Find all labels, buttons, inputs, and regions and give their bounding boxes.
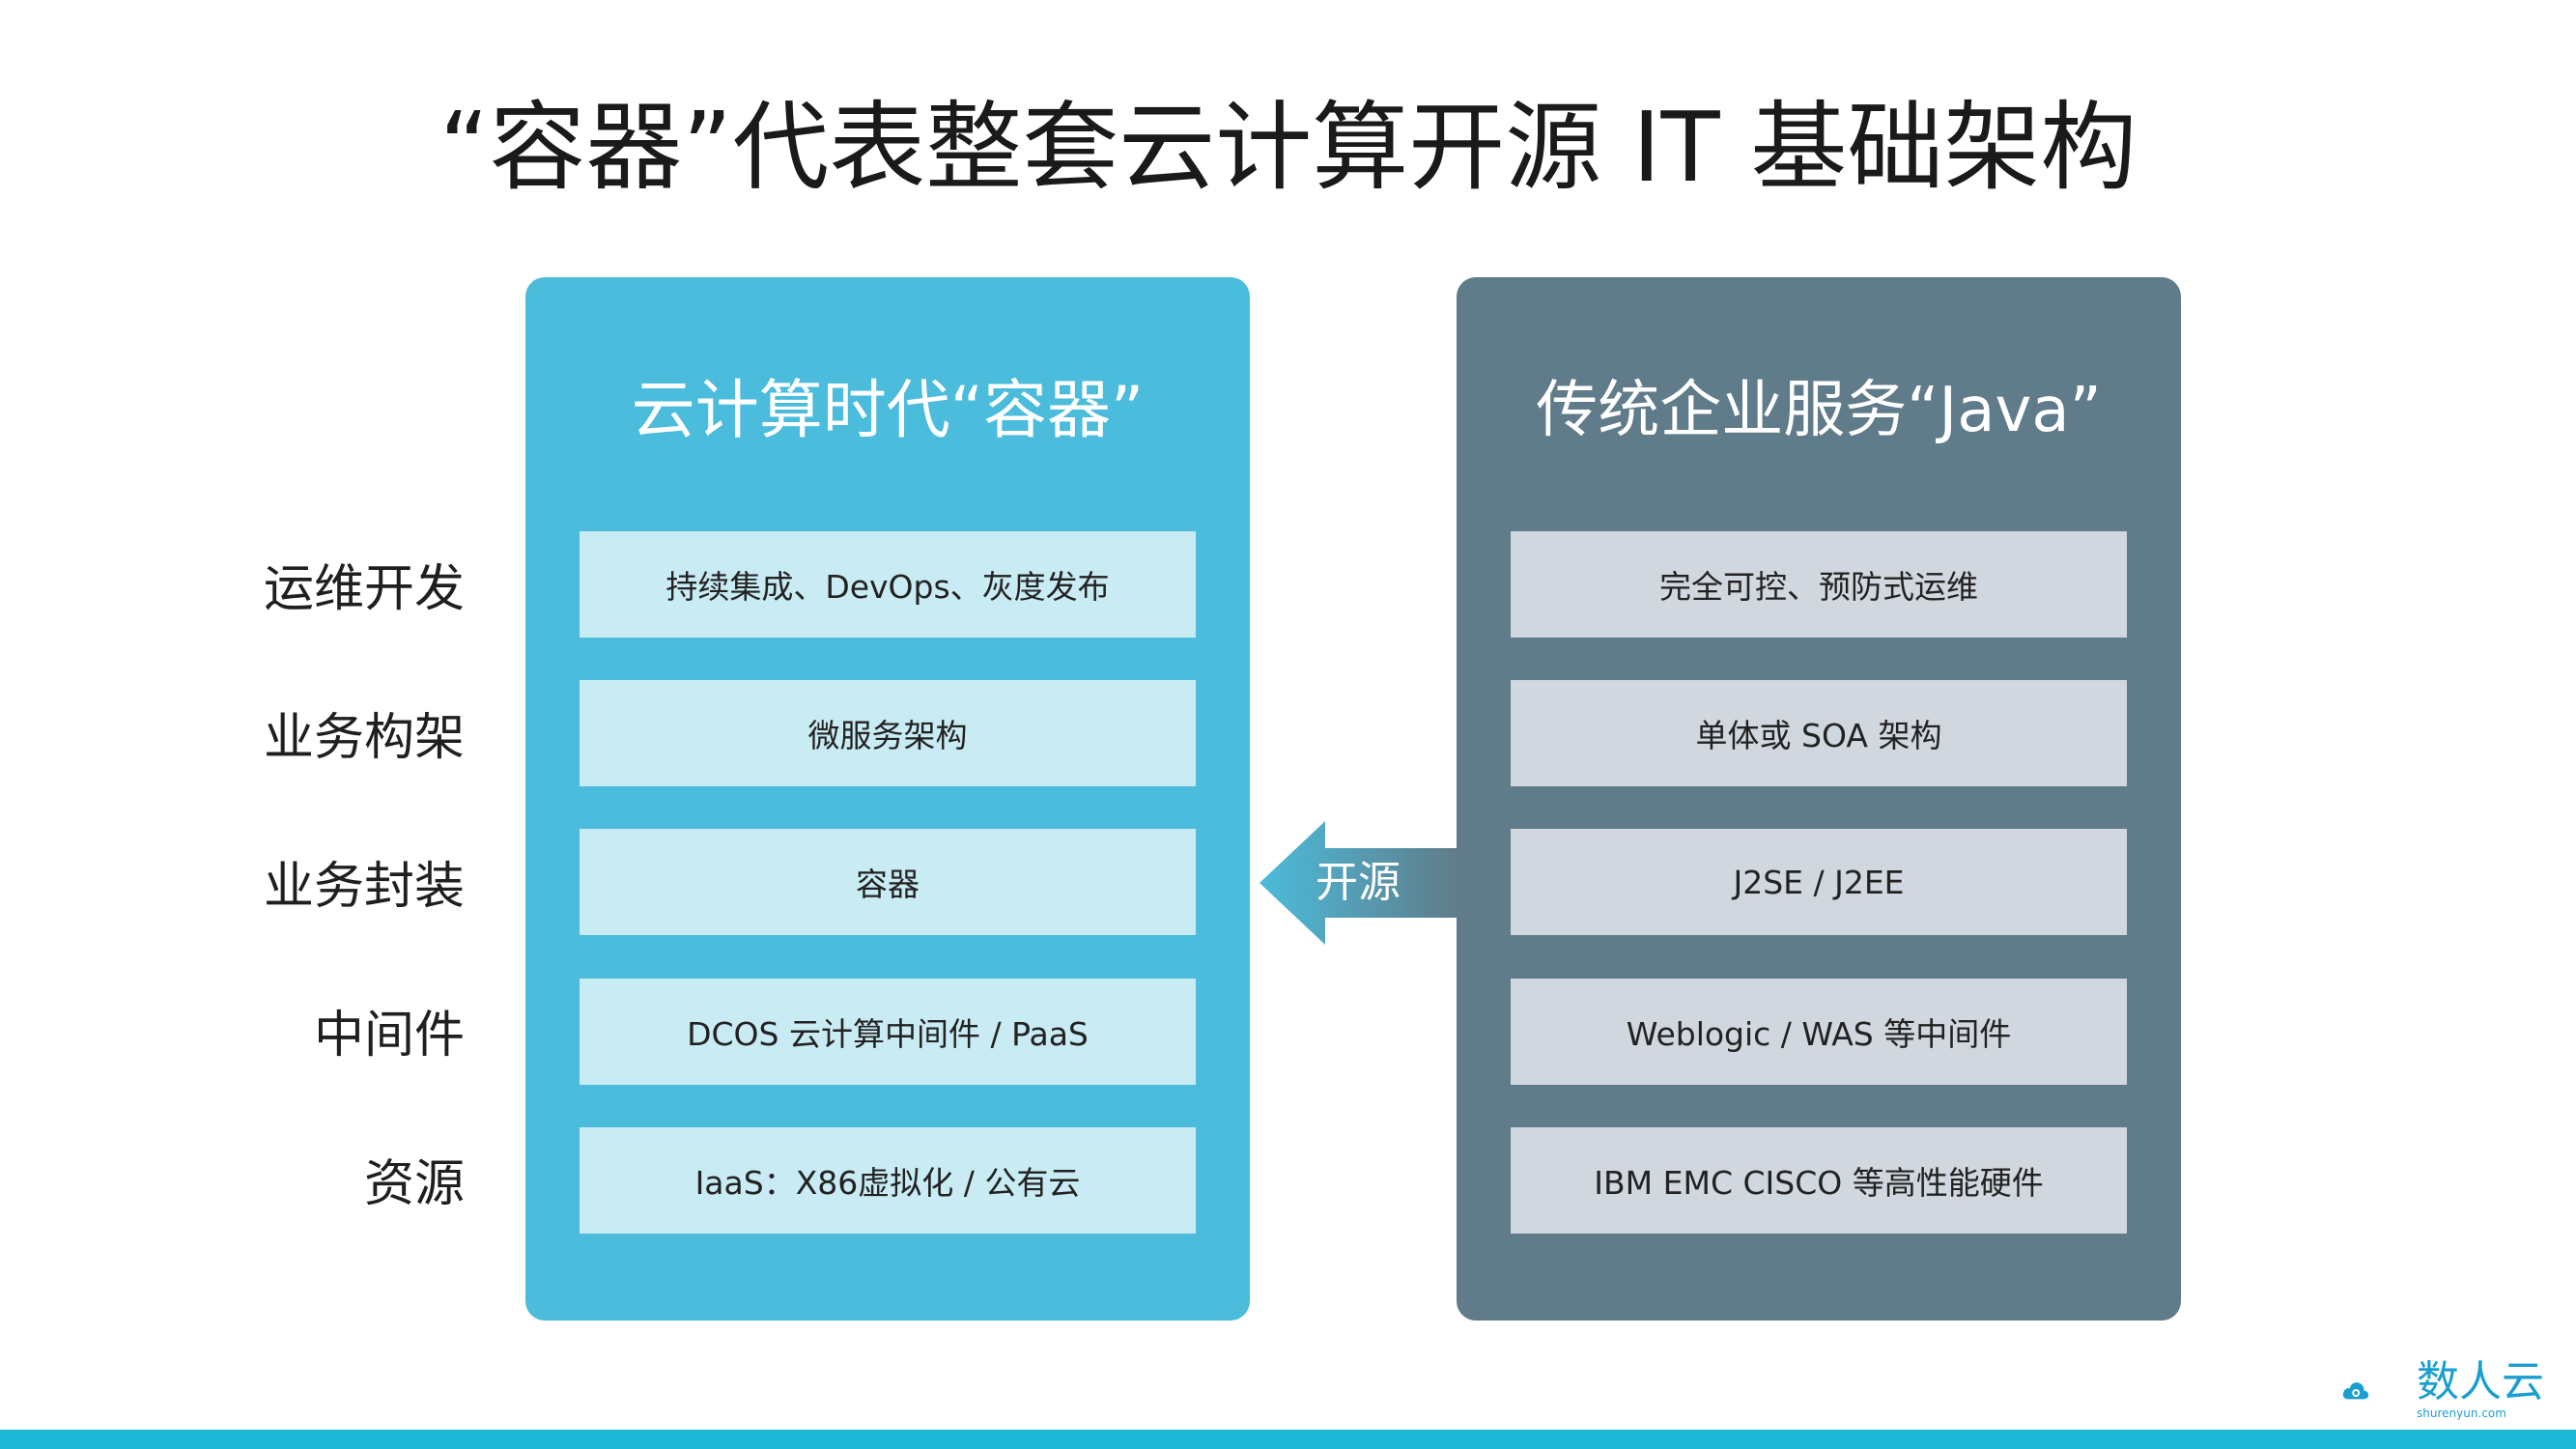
brand-url: shurenyun.com xyxy=(2417,1406,2506,1420)
row-label-middleware: 中间件 xyxy=(313,1007,465,1065)
right-box-ops: 完全可控、预防式运维 xyxy=(1511,531,2127,638)
row-label-resources: 资源 xyxy=(363,1155,465,1213)
right-box-middleware: Weblogic / WAS 等中间件 xyxy=(1511,979,2127,1085)
cloud-container-panel-title: 云计算时代“容器” xyxy=(631,373,1145,447)
cloud-container-panel: 云计算时代“容器” 持续集成、DevOps、灰度发布 微服务架构 容器 DCOS… xyxy=(525,277,1250,1321)
bottom-accent-bar xyxy=(0,1430,2576,1449)
enterprise-java-panel: 传统企业服务“Java” 完全可控、预防式运维 单体或 SOA 架构 J2SE … xyxy=(1457,277,2181,1321)
open-source-arrow-icon xyxy=(1260,821,1458,945)
brand-name: 数人云 xyxy=(2417,1357,2544,1406)
left-box-business-arch: 微服务架构 xyxy=(580,680,1196,786)
left-box-middleware: DCOS 云计算中间件 / PaaS xyxy=(580,979,1196,1085)
right-box-business-packaging: J2SE / J2EE xyxy=(1511,829,2127,935)
row-label-business-packaging: 业务封装 xyxy=(263,858,465,916)
row-label-business-arch: 业务构架 xyxy=(263,709,465,767)
right-box-business-arch: 单体或 SOA 架构 xyxy=(1511,680,2127,786)
left-box-business-packaging: 容器 xyxy=(580,829,1196,935)
cloud-logo-icon xyxy=(2342,1382,2369,1400)
enterprise-java-panel-title: 传统企业服务“Java” xyxy=(1536,375,2102,446)
arrow-label: 开源 xyxy=(1316,858,1401,907)
slide-title: “容器”代表整套云计算开源 IT 基础架构 xyxy=(439,91,2137,204)
row-label-ops: 运维开发 xyxy=(263,560,465,618)
left-box-resources: IaaS：X86虚拟化 / 公有云 xyxy=(580,1127,1196,1234)
left-box-ops: 持续集成、DevOps、灰度发布 xyxy=(580,531,1196,638)
right-box-resources: IBM EMC CISCO 等高性能硬件 xyxy=(1511,1127,2127,1234)
